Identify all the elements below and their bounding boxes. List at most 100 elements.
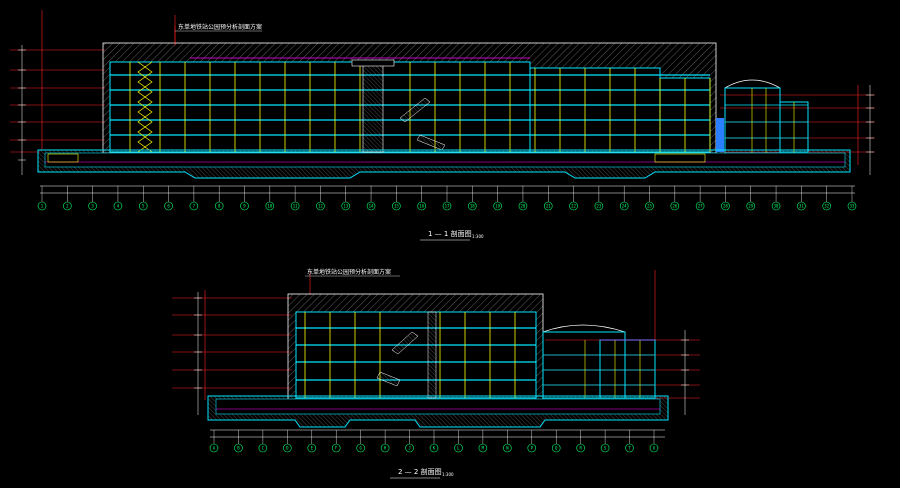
- axis-bubble: [63, 201, 72, 211]
- axis-bubble: [316, 201, 325, 211]
- axis-bubble: [265, 201, 275, 211]
- section-2-caption: 2 — 2 剖面图: [398, 467, 442, 476]
- axis-label: 23: [596, 204, 601, 209]
- axis-bubble: [331, 443, 341, 453]
- axis-label: M: [482, 446, 485, 451]
- axis-label: L: [457, 446, 460, 451]
- axis-bubble: [442, 201, 452, 211]
- axis-bubble: [847, 201, 857, 211]
- axis-label: 31: [799, 204, 804, 209]
- section-1-scale: 1:300: [472, 234, 484, 239]
- axis-label: U: [653, 446, 656, 451]
- columns-1: [129, 62, 711, 152]
- axis-bubble: [417, 201, 426, 211]
- axis-label: 7: [193, 204, 196, 209]
- central-atrium-2: [376, 311, 437, 399]
- axis-bubble: [283, 443, 292, 453]
- axis-label: 29: [748, 204, 753, 209]
- axis-bubble: [576, 443, 585, 453]
- axis-label: C: [262, 446, 265, 451]
- section-1-1: 1234567891011121314151617181920212223242…: [10, 10, 875, 241]
- axis-label: 25: [647, 204, 652, 209]
- axis-bubble: [405, 443, 414, 453]
- axis-label: 8: [218, 204, 221, 209]
- axis-label: P: [531, 446, 534, 451]
- axis-bubble: [478, 443, 488, 453]
- axis-label: 2: [66, 204, 69, 209]
- axis-bubble: [503, 443, 512, 453]
- axis-label: 22: [571, 204, 576, 209]
- axis-bubble: [113, 201, 123, 211]
- axis-label: 27: [698, 204, 703, 209]
- axis-label: 5: [142, 204, 145, 209]
- axis-bubble: [600, 443, 610, 453]
- axis-label: 16: [419, 204, 424, 209]
- axis-label: E: [311, 446, 314, 451]
- axis-label: 28: [723, 204, 728, 209]
- axis-bubble: [619, 201, 629, 211]
- axis-label: R: [579, 446, 582, 451]
- axis-bubble: [240, 201, 249, 211]
- axis-bubble: [341, 201, 351, 211]
- axis-bubble: [543, 201, 553, 211]
- axis-bubble: [356, 443, 365, 453]
- axis-label: N: [506, 446, 509, 451]
- stair-bracing-1: [137, 61, 153, 153]
- axis-bubble: [649, 443, 659, 453]
- axis-bubble: [625, 443, 634, 453]
- axis-bubble: [429, 443, 439, 453]
- axis-bubble: [138, 201, 148, 211]
- axis-bubble: [695, 201, 705, 211]
- axis-label: F: [335, 446, 338, 451]
- axis-bubble: [209, 443, 219, 453]
- floor-voids-2: [295, 311, 537, 401]
- axis-label: 6: [167, 204, 170, 209]
- axis-label: 24: [622, 204, 627, 209]
- axis-label: 21: [546, 204, 551, 209]
- axis-label: B: [237, 446, 240, 451]
- axis-label: 3: [91, 204, 94, 209]
- axis-bubble: [380, 443, 390, 453]
- axis-label: D: [286, 446, 289, 451]
- axis-bubble: [746, 201, 756, 211]
- axis-label: H: [384, 446, 387, 451]
- axis-bubble: [721, 201, 730, 211]
- axis-label: 15: [394, 204, 399, 209]
- dimension-column-left-1: [18, 45, 26, 175]
- axis-bubble: [392, 201, 401, 211]
- axis-bubble: [645, 201, 654, 211]
- axis-label: Q: [555, 446, 558, 451]
- axis-label: 30: [774, 204, 779, 209]
- axis-bubble: [214, 201, 224, 211]
- axis-bubble: [290, 201, 300, 211]
- axis-label: 32: [824, 204, 829, 209]
- axis-bubble: [234, 443, 243, 453]
- section-1-caption: 1 — 1 剖面图: [428, 229, 472, 238]
- axis-label: 26: [672, 204, 677, 209]
- axis-label: K: [433, 446, 436, 451]
- axis-label: 12: [318, 204, 323, 209]
- axis-bubble: [258, 443, 268, 453]
- columns-2: [304, 312, 516, 398]
- basement-band-1: [37, 149, 851, 179]
- axis-label: 14: [369, 204, 374, 209]
- axis-bubble: [771, 201, 781, 211]
- axis-bubble: [670, 201, 680, 211]
- axis-bubble: [189, 201, 199, 211]
- axis-label: 4: [117, 204, 120, 209]
- axis-bubble: [164, 201, 173, 211]
- axis-bubble: [468, 201, 477, 211]
- dimension-string-2: [210, 429, 665, 438]
- section-2-scale: 1:300: [442, 472, 454, 477]
- axis-label: S: [604, 446, 607, 451]
- axis-label: 1: [41, 204, 44, 209]
- axis-bubble: [366, 201, 376, 211]
- axis-label: 19: [495, 204, 500, 209]
- section-1-annotation: 东单地铁站公园预分析剖面方案: [178, 23, 262, 31]
- axis-bubble: [797, 201, 806, 211]
- axis-label: 20: [521, 204, 526, 209]
- axis-bubble: [518, 201, 528, 211]
